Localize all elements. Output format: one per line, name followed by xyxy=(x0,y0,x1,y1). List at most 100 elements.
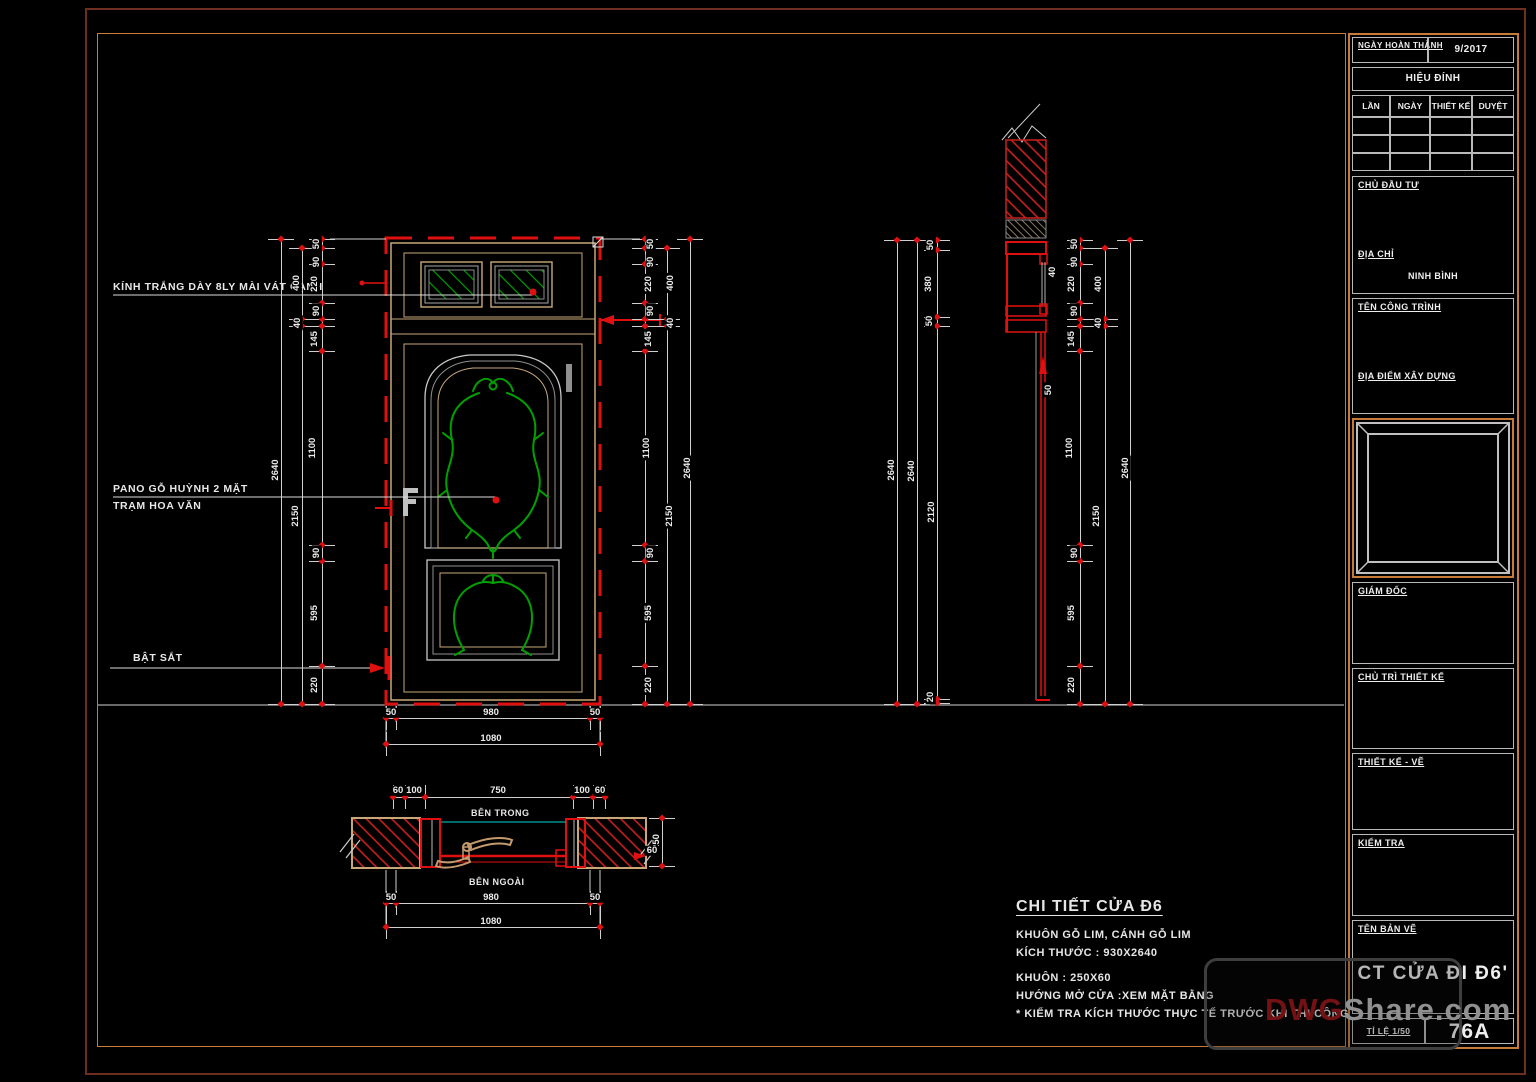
rev-cell-empty xyxy=(1472,117,1514,135)
dimension-value: 400 xyxy=(290,273,303,293)
dimension-value: 50 xyxy=(1042,382,1055,398)
lock-plate xyxy=(566,364,572,392)
notes-title: CHI TIẾT CỬA Đ6 xyxy=(1016,898,1163,915)
titleblock-scale: TỈ LỆ 1/50 xyxy=(1352,1018,1425,1044)
dimension-value: 50 xyxy=(1068,236,1081,252)
wall-right xyxy=(577,817,647,869)
carved-ornament-upper xyxy=(437,377,549,559)
rev-cell-empty xyxy=(1352,153,1390,171)
label-inside: BÊN TRONG xyxy=(471,808,530,818)
rev-cell-empty xyxy=(1472,135,1514,153)
dimension-value: 1100 xyxy=(306,435,319,461)
dimension-line xyxy=(917,240,918,704)
dimension-value: 60 xyxy=(390,784,406,797)
callout-pano-2: TRẠM HOA VĂN xyxy=(113,500,202,512)
dimension-value: 40 xyxy=(1092,315,1105,331)
dimension-line xyxy=(302,248,303,704)
dimension-value: 90 xyxy=(1068,254,1081,270)
plan-view xyxy=(339,817,659,930)
dimension-value: 90 xyxy=(644,303,657,319)
notes-block: CHI TIẾT CỬA Đ6 KHUÔN GỖ LIM, CÁNH GỖ LI… xyxy=(1016,898,1350,1020)
rev-col-header: DUYỆT xyxy=(1472,95,1514,117)
dimension-line xyxy=(667,248,668,704)
titleblock-stamp-frame xyxy=(1352,418,1514,578)
rev-cell-empty xyxy=(1430,153,1472,171)
revision-table: LẦN NGÀY THIẾT KẾ DUYỆT xyxy=(1352,95,1514,171)
sheet-outer-border xyxy=(85,8,1526,1075)
address-value: NINH BÌNH xyxy=(1407,271,1459,281)
dimension-value: 40 xyxy=(664,315,677,331)
dimension-value: 980 xyxy=(481,891,501,904)
rev-cell-empty xyxy=(1390,135,1430,153)
dimension-line xyxy=(322,239,323,704)
note-line: KHUÔN GỖ LIM, CÁNH GỖ LIM xyxy=(1016,929,1192,941)
dimension-value: 2640 xyxy=(681,455,694,481)
dimension-value: 90 xyxy=(310,545,323,561)
dimension-line xyxy=(386,744,600,745)
dimension-value: 1100 xyxy=(640,435,653,461)
dimension-value: 2150 xyxy=(663,503,676,529)
dimension-value: 145 xyxy=(308,329,321,349)
dimension-value: 220 xyxy=(308,675,321,695)
dimension-line xyxy=(1105,248,1106,704)
dimension-value: 220 xyxy=(642,274,655,294)
dimension-value: 145 xyxy=(1065,329,1078,349)
rev-cell-empty xyxy=(1472,153,1514,171)
titleblock-director: GIÁM ĐỐC xyxy=(1352,582,1514,664)
dimension-value: 50 xyxy=(923,313,936,329)
plan-handle xyxy=(434,836,514,869)
note-line: * KIỂM TRA KÍCH THƯỚC THỰC TẾ TRƯỚC KHI … xyxy=(1016,1008,1350,1020)
dimension-value: 50 xyxy=(587,891,603,904)
door-handle xyxy=(403,488,418,516)
dimension-value: 50 xyxy=(644,236,657,252)
titleblock-date-cell: NGÀY HOÀN THÀNH xyxy=(1352,37,1443,63)
dimension-value: 60 xyxy=(644,844,660,857)
date-label: NGÀY HOÀN THÀNH xyxy=(1358,41,1443,50)
dimension-value: 2640 xyxy=(885,457,898,483)
dimension-value: 50 xyxy=(310,236,323,252)
drawing-area-border xyxy=(97,33,1346,1047)
dimension-value: 1080 xyxy=(478,732,504,745)
titleblock-designer: THIẾT KẾ - VẼ xyxy=(1352,753,1514,830)
dimension-value: 100 xyxy=(572,784,592,797)
titleblock-investor: CHỦ ĐẦU TƯ ĐỊA CHỈ NINH BÌNH xyxy=(1352,176,1514,294)
dimension-value: 1080 xyxy=(478,915,504,928)
watermark-box xyxy=(1204,958,1462,1050)
dimension-value: 220 xyxy=(642,675,655,695)
site-label: ĐỊA ĐIỂM XÂY DỰNG xyxy=(1358,371,1456,381)
dimension-line xyxy=(937,240,938,703)
dimension-value: 595 xyxy=(1065,603,1078,623)
dimension-value: 20 xyxy=(924,689,937,705)
dimension-value: 980 xyxy=(481,706,501,719)
label-outside: BÊN NGOÀI xyxy=(469,877,525,887)
rev-col-header: NGÀY xyxy=(1390,95,1430,117)
dimension-line xyxy=(1080,240,1081,704)
dimension-value: 220 xyxy=(1065,274,1078,294)
transom-glass-left xyxy=(420,261,483,308)
transom-glass-right xyxy=(490,261,553,308)
drawing-name: CT CỬA ĐI Đ6' xyxy=(1357,963,1509,984)
frame-right xyxy=(565,818,586,868)
rev-col-header: LẦN xyxy=(1352,95,1390,117)
titleblock-revision-header: HIỆU ĐÍNH xyxy=(1352,67,1514,91)
dimension-value: 90 xyxy=(310,303,323,319)
dimension-value: 90 xyxy=(644,254,657,270)
rev-cell-empty xyxy=(1352,135,1390,153)
wall-left xyxy=(351,817,421,869)
rev-cell-empty xyxy=(1430,117,1472,135)
rev-col-header: THIẾT KẾ xyxy=(1430,95,1472,117)
dimension-line xyxy=(386,903,600,904)
dimension-line xyxy=(386,718,600,719)
note-line: KHUÔN : 250X60 xyxy=(1016,972,1112,984)
note-line: KÍCH THƯỚC : 930X2640 xyxy=(1016,947,1158,959)
dimension-value: 2150 xyxy=(1090,503,1103,529)
titleblock-lead: CHỦ TRÌ THIẾT KẾ xyxy=(1352,668,1514,749)
dimension-line xyxy=(897,240,898,704)
dimension-value: 2640 xyxy=(905,458,918,484)
dimension-value: 400 xyxy=(1092,274,1105,294)
scale-value: TỈ LỆ 1/50 xyxy=(1366,1026,1411,1036)
dimension-value: 595 xyxy=(642,603,655,623)
wall-hatch xyxy=(1005,139,1047,219)
